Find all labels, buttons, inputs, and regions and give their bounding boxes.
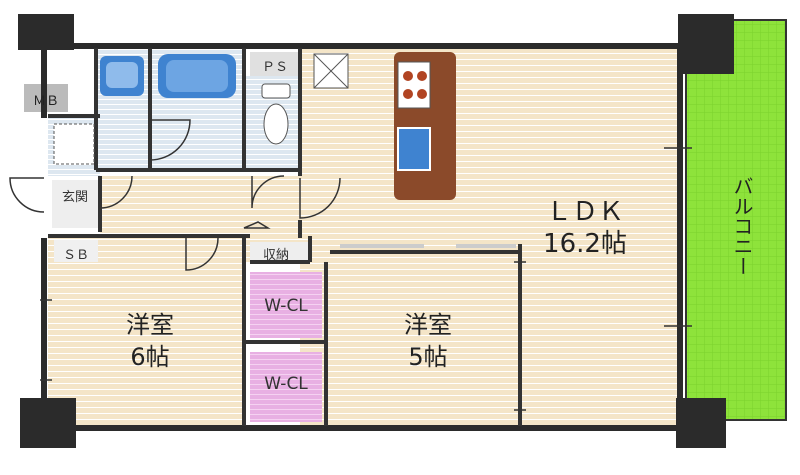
sb-label: ＳＢ [62, 248, 89, 263]
storage-label: 収納 [262, 248, 289, 263]
ldk-size: 16.2帖 [543, 229, 627, 259]
pillar-bl [20, 398, 76, 448]
toilet-bowl [263, 103, 289, 145]
wcl-2-label: W-CL [264, 374, 308, 394]
sb-area [54, 240, 98, 262]
ps-area [250, 52, 300, 76]
balcony-label: バルコニー [730, 176, 754, 276]
door-swings [9, 119, 341, 271]
mb-label: ＭＢ [32, 94, 59, 109]
ps-label: ＰＳ [261, 60, 288, 75]
windows [40, 147, 692, 411]
ldk-name: ＬＤＫ [545, 197, 624, 227]
wcl-1-label: W-CL [264, 296, 308, 316]
stove [397, 61, 431, 109]
pillar-tl [18, 14, 74, 50]
wcl-2-area [250, 352, 322, 422]
pillar-tr [678, 14, 734, 74]
toilet-tank [261, 83, 291, 99]
western-5-floor [334, 252, 522, 426]
storage-area [250, 242, 308, 262]
interior-walls [48, 48, 522, 426]
genkan-floor [52, 180, 100, 228]
western-5-name: 洋室 [404, 311, 452, 339]
western-5-size: 5帖 [408, 343, 448, 371]
kitchen-sink [397, 127, 431, 171]
shoe-rack [53, 123, 95, 165]
entrance-label: 玄関 [61, 190, 88, 205]
western-6-name: 洋室 [126, 311, 174, 339]
pillar-br [676, 398, 726, 448]
western-6-floor [48, 238, 242, 426]
balcony-area [686, 20, 786, 420]
western-6-size: 6帖 [130, 343, 170, 371]
wcl-1-area [250, 272, 322, 338]
